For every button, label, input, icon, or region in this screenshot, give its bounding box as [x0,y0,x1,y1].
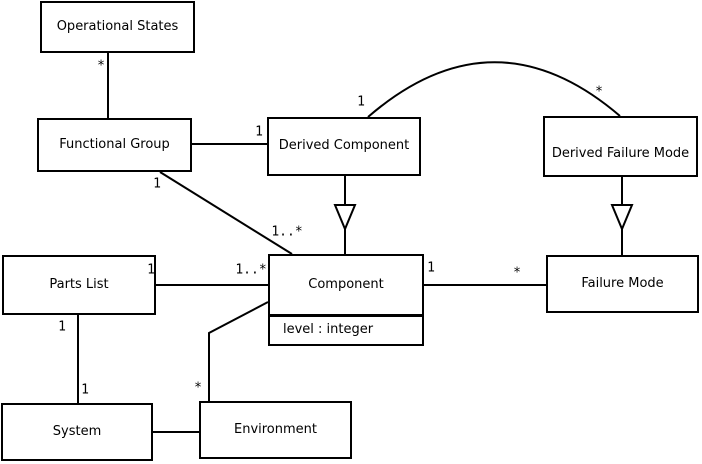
multiplicity-functional-group-component-far: 1..* [271,224,303,240]
generalization-triangle-derived-failure-mode [610,204,634,232]
class-functional-group: Functional Group [37,118,192,172]
multiplicity-arc-derived-failure-mode-end: * [595,84,603,100]
multiplicity-parts-list-component-near: 1 [147,262,155,278]
multiplicity-component-failure-mode-near: 1 [427,260,435,276]
class-failure-mode: Failure Mode [546,255,699,313]
generalization-triangle-derived-component [333,204,357,232]
class-system: System [1,403,153,461]
edge-derived-component-derived-failure-mode-arc [367,61,621,118]
multiplicity-functional-group-derived-component: 1 [255,124,263,140]
class-name-label: Derived Failure Mode [551,146,690,162]
class-component: Component level : integer [268,254,424,346]
class-attribute-label: level : integer [283,322,374,338]
class-derived-component: Derived Component [267,117,421,176]
class-name-label: Functional Group [59,136,170,152]
multiplicity-component-failure-mode-far: * [513,265,521,281]
class-name-label: System [52,423,102,439]
class-name-label: Environment [233,421,317,437]
class-derived-failure-mode: Derived Failure Mode [543,116,698,177]
class-name-compartment: Component [270,256,422,314]
multiplicity-operational-states: * [97,58,105,74]
class-name-label: Operational States [56,18,179,34]
class-name-label: Parts List [49,276,109,292]
multiplicity-parts-list-system-near: 1 [58,319,66,335]
edge-component-environment [208,301,269,401]
multiplicity-parts-list-component-far: 1..* [235,262,267,278]
class-operational-states: Operational States [40,1,195,53]
multiplicity-parts-list-system-far: 1 [81,382,89,398]
class-name-label: Component [308,276,384,292]
multiplicity-component-environment: * [194,380,202,396]
class-name-label: Derived Component [278,138,410,154]
class-name-label: Failure Mode [581,275,664,291]
edge-functional-group-component [159,171,293,255]
class-attribute-compartment: level : integer [270,314,422,344]
class-parts-list: Parts List [2,255,156,315]
multiplicity-arc-derived-component-end: 1 [357,94,365,110]
multiplicity-functional-group-component-near: 1 [153,176,161,192]
class-environment: Environment [199,401,352,459]
